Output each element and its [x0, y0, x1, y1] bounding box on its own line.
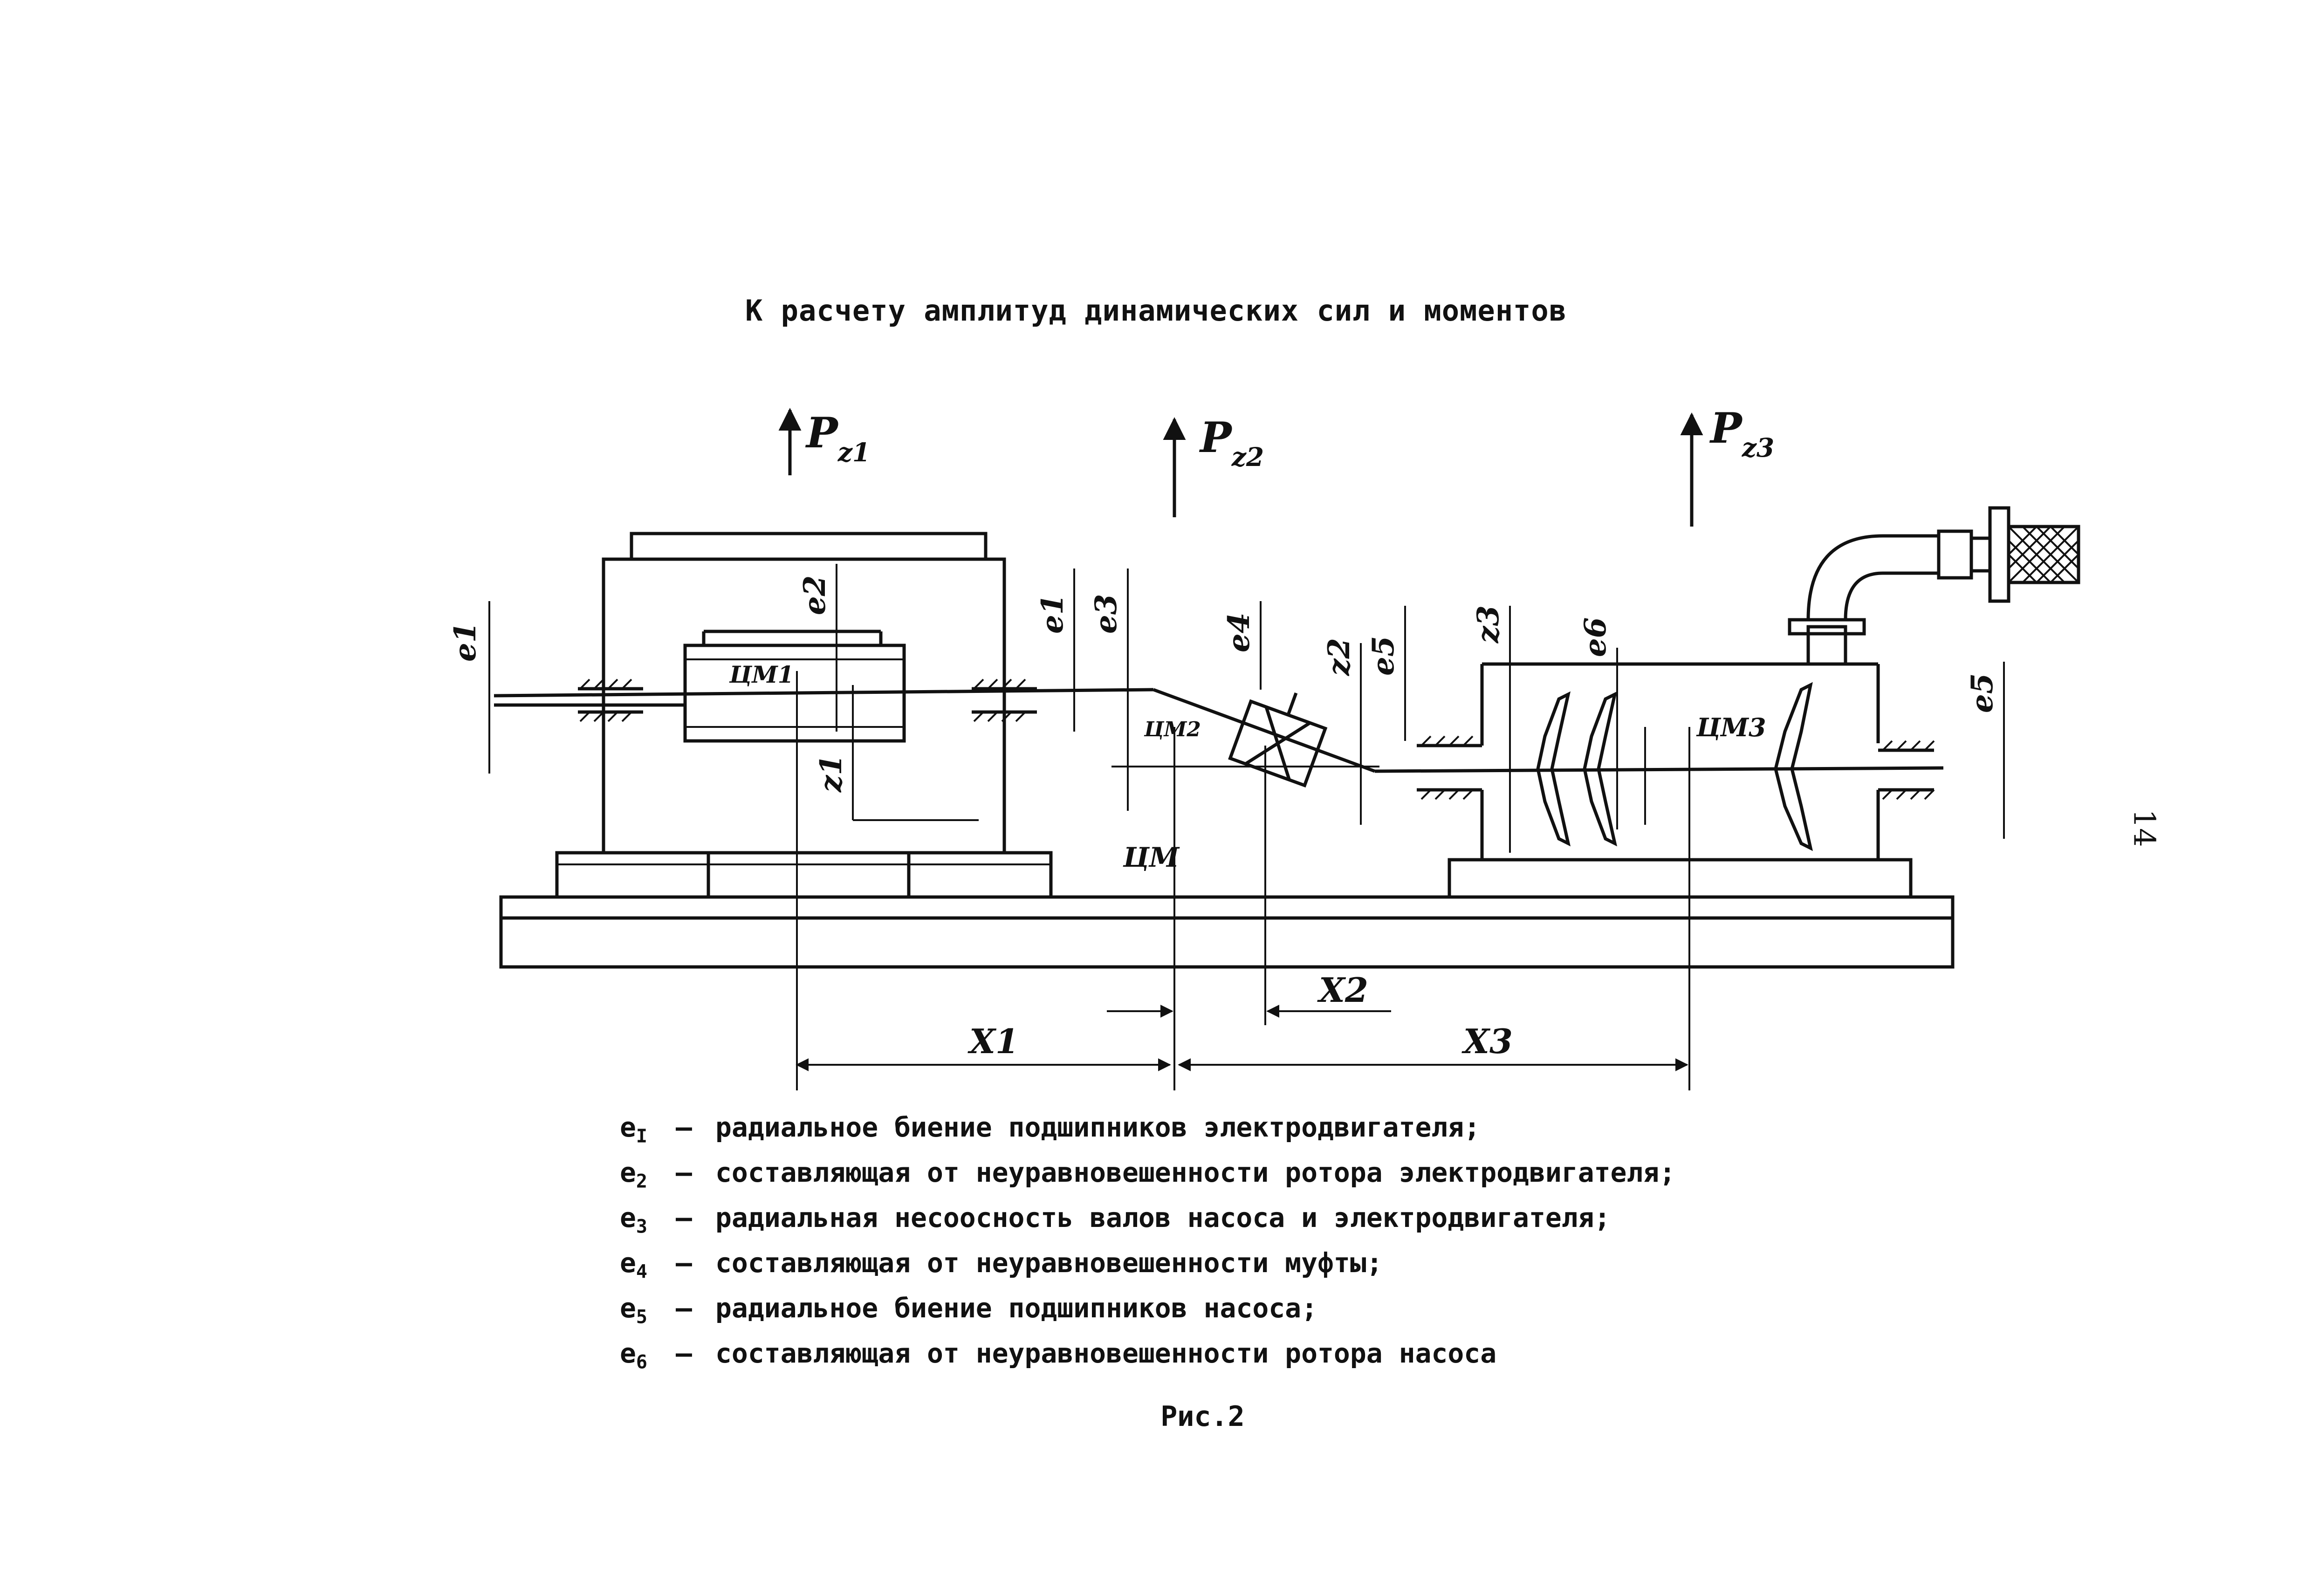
- dim-label-z3: z3: [1471, 605, 1506, 644]
- legend-item: e3–радиальная несоосность валов насоса и…: [620, 1202, 1611, 1238]
- shaft-line: [494, 688, 1944, 773]
- force-label-pz3: Pz3: [1709, 404, 1774, 463]
- dim-label-e6: e6: [1578, 617, 1613, 657]
- pump-foundation: [1448, 858, 1913, 899]
- legend-item: e2–составляющая от неуравновешенности ро…: [620, 1157, 1676, 1192]
- dim-label-e2: e2: [797, 575, 832, 615]
- force-label-pz2: Pz2: [1199, 413, 1264, 472]
- motor-foundation: [555, 851, 1053, 899]
- base-frame: [499, 895, 1955, 969]
- figure-title: К расчету амплитуд динамических сил и мо…: [745, 294, 1567, 328]
- dimension-lines: [488, 564, 2005, 1090]
- cm2-label: ЦМ2: [1144, 718, 1201, 741]
- dim-label-z1: z1: [814, 754, 849, 793]
- pump-casing: [1417, 662, 1935, 860]
- legend-item: e6–составляющая от неуравновешенности ро…: [620, 1337, 1497, 1373]
- coupling: [1228, 692, 1328, 788]
- motor-bearings: [578, 678, 1037, 722]
- dim-label-e1-right: e1: [1035, 594, 1070, 634]
- legend-item: eI–радиальное биение подшипников электро…: [620, 1111, 1481, 1147]
- dim-label-e4: e4: [1221, 613, 1256, 652]
- pump-impellers: [1536, 682, 1813, 851]
- figure-caption: Рис.2: [1160, 1400, 1245, 1433]
- force-arrows: [778, 408, 1703, 527]
- dim-label-z2: z2: [1322, 638, 1357, 676]
- cm-label: ЦМ: [1123, 842, 1180, 873]
- dim-label-e5-right: e5: [1965, 673, 2000, 713]
- outlet-pipe: [1788, 506, 2080, 664]
- dim-label-e5: e5: [1366, 636, 1401, 676]
- cm3-label: ЦМ3: [1696, 712, 1766, 742]
- dim-label-e1-left: e1: [448, 622, 483, 662]
- legend-item: e4–составляющая от неуравновешенности му…: [620, 1247, 1383, 1283]
- legend: eI–радиальное биение подшипников электро…: [620, 1111, 1675, 1383]
- x2-label: X2: [1317, 970, 1368, 1010]
- page-number: 14: [2127, 809, 2161, 847]
- force-label-pz1: Pz1: [805, 408, 870, 467]
- dim-label-e3: e3: [1089, 594, 1124, 634]
- cm1-label: ЦМ1: [729, 661, 794, 688]
- legend-item: e5–радиальное биение подшипников насоса;: [620, 1292, 1318, 1328]
- x1-label: X1: [967, 1021, 1019, 1061]
- x3-label: X3: [1461, 1021, 1513, 1061]
